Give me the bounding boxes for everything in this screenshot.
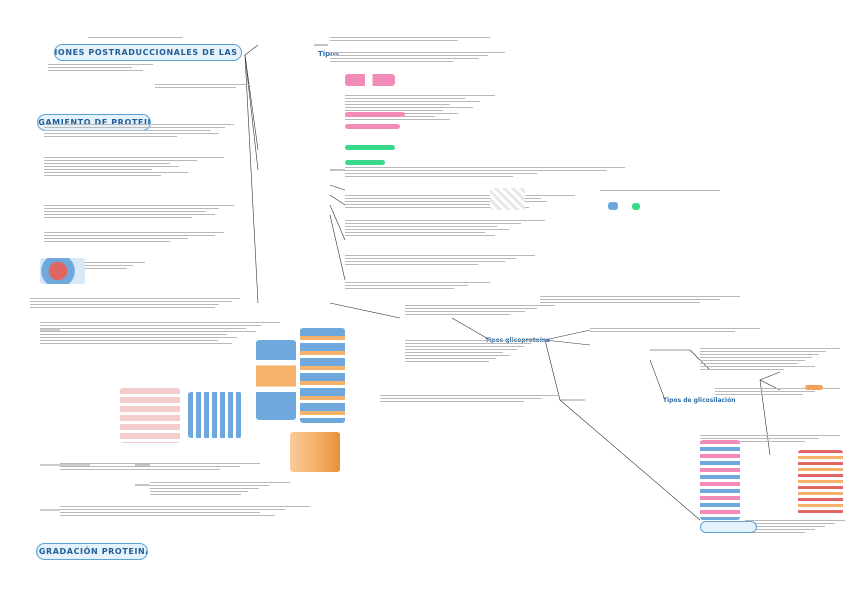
note-proteosoma <box>60 506 310 518</box>
note-fosforilacion <box>345 195 575 210</box>
figure-green-square <box>632 203 640 210</box>
figure-proteasome-shape <box>290 432 340 472</box>
note-modificacion-cadena <box>345 167 585 179</box>
note-acilacion <box>345 282 490 291</box>
figure-small-structure <box>490 188 525 210</box>
figure-peptide-chain <box>345 74 395 86</box>
note-hsp70-hsp60 <box>40 322 280 346</box>
note-tipos-glicosilacion <box>715 388 840 397</box>
note-glicosilacion-golgi <box>405 340 545 364</box>
note-right-function <box>540 296 740 305</box>
note-degradacion-list <box>150 482 290 497</box>
note-serina-treonina <box>345 220 545 238</box>
figure-mitochondria-highlight <box>608 202 618 210</box>
figure-hsp70-states <box>256 340 296 420</box>
highlight-pink-2 <box>345 124 400 129</box>
note-n-glicosilacion <box>700 435 840 444</box>
heading-degradacion-proteinas: DEGRADACIÓN PROTEINAS <box>36 543 148 560</box>
note-right-top <box>505 167 625 173</box>
note-eliminacion-metionina <box>330 52 505 64</box>
note-plegamiento-definicion <box>44 124 234 139</box>
figure-protein-fold-diagram <box>40 258 85 284</box>
note-intro-top <box>88 37 183 40</box>
figure-glycan-chain <box>798 450 843 515</box>
note-mitochondria <box>600 190 720 193</box>
note-citosol-list <box>85 262 145 271</box>
note-metilacion <box>345 255 535 267</box>
note-importancia-middle <box>330 37 490 43</box>
note-o-glicosilacion <box>745 520 845 535</box>
figure-chaperone-cycle-right <box>188 392 242 438</box>
figure-oligosaccharide-tree <box>700 440 740 520</box>
note-estructura-nativa <box>44 232 224 244</box>
note-acetilacion <box>345 95 495 122</box>
note-glicocalix <box>380 395 560 404</box>
note-glicoproteina-types <box>590 328 760 334</box>
highlight-green-1 <box>345 145 395 150</box>
note-plegamiento-list <box>155 84 250 90</box>
figure-chaperonina-barrel <box>300 328 345 423</box>
note-fold-stages <box>44 205 234 220</box>
bubble-glicosilacion-bottom <box>700 521 757 533</box>
heading-modificaciones-postraduccionales: MODIFICACIONES POSTRADUCCIONALES DE LAS … <box>54 44 242 61</box>
note-chaperonas <box>44 157 224 178</box>
highlight-green-2 <box>345 160 385 165</box>
label-tipos: Tipos <box>318 50 340 58</box>
note-funciones-glicoproteina <box>700 348 840 372</box>
note-errores-plegamiento <box>60 463 260 472</box>
highlight-pink-1 <box>345 112 405 117</box>
note-glicosilacion-rer <box>405 305 555 317</box>
note-importancia <box>48 64 153 73</box>
highlight-orange <box>805 385 823 390</box>
note-chaperonas-molecular <box>30 298 240 310</box>
label-tipos-glicosilacion: Tipos de glicosilación <box>663 397 736 404</box>
figure-chaperone-cycle-left <box>120 388 180 443</box>
